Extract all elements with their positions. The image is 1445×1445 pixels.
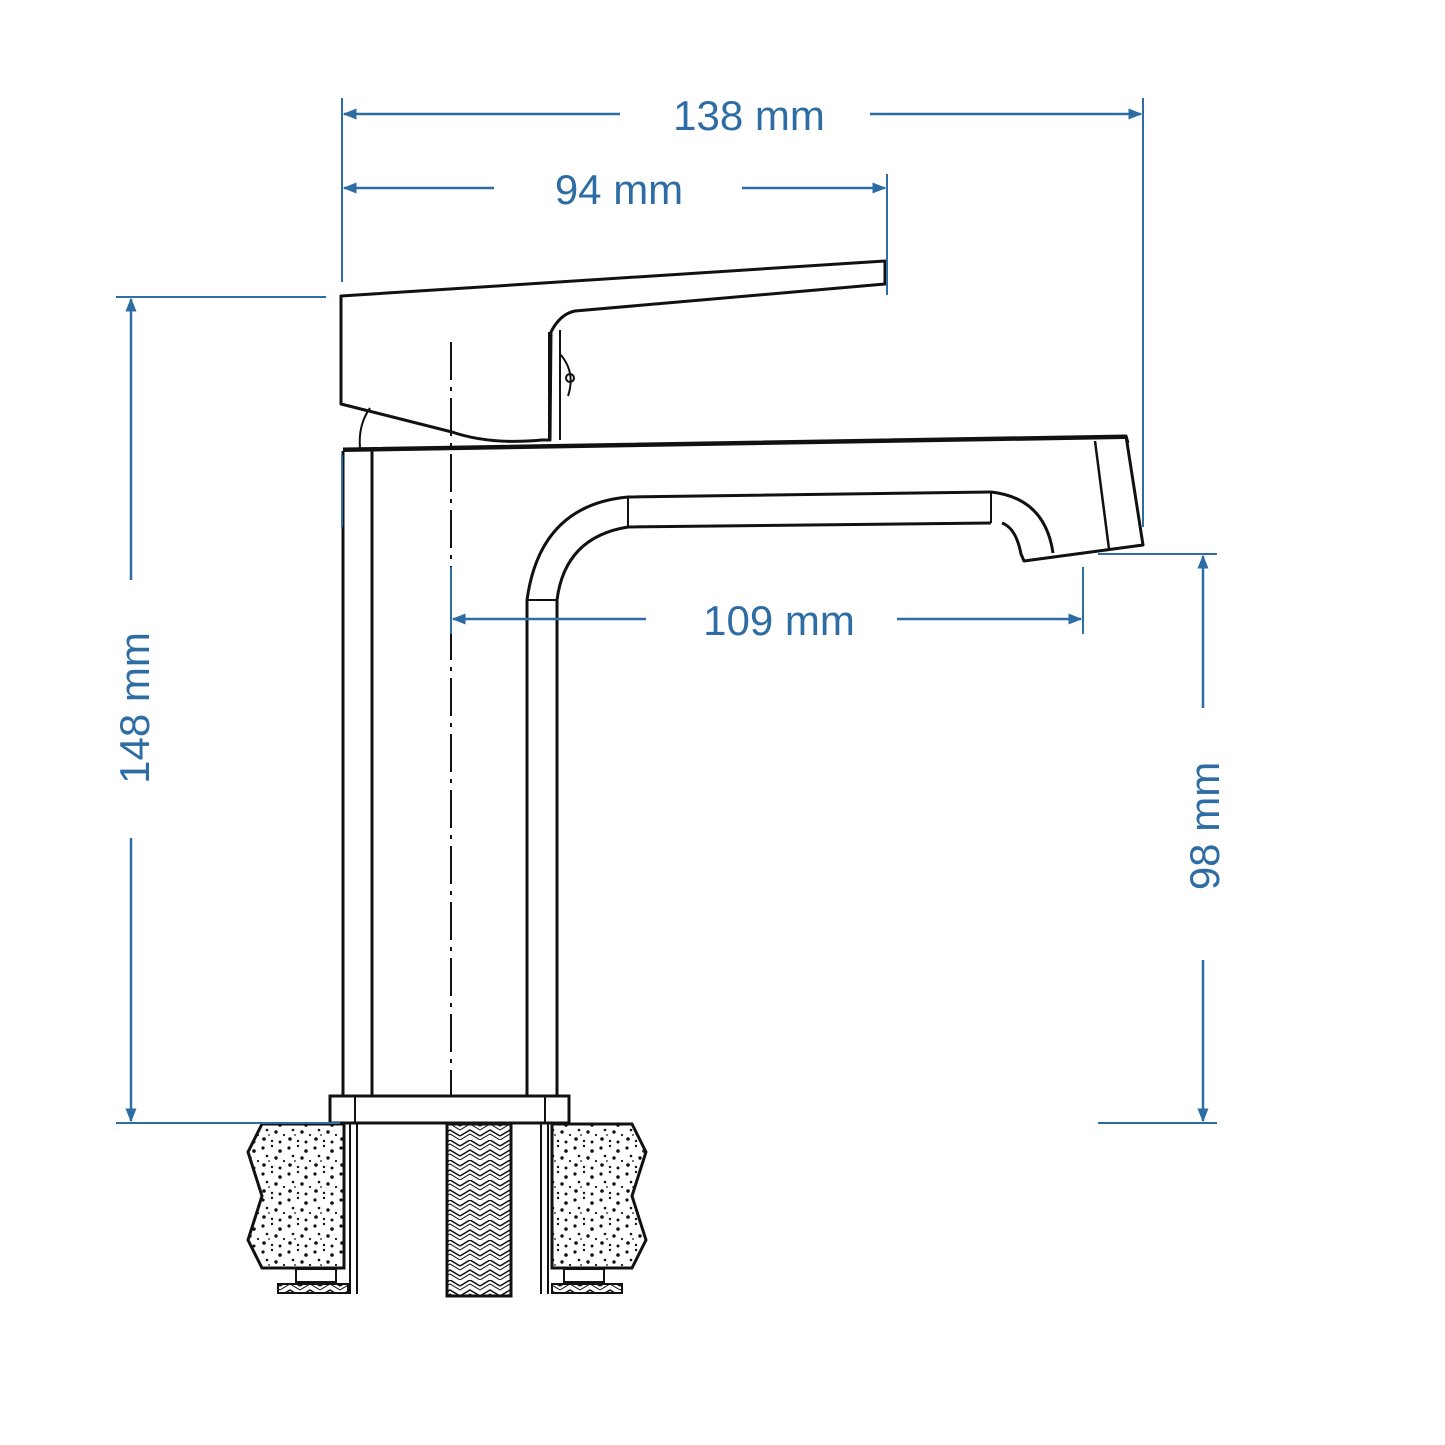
dim-spout-height: 98 mm <box>1181 762 1228 890</box>
dim-overall-width: 138 mm <box>673 92 825 139</box>
mounting-nut-right <box>563 1268 605 1283</box>
countertop-left <box>246 1122 346 1270</box>
braided-hose <box>445 1122 513 1298</box>
faucet-body <box>328 259 1145 1125</box>
mounting-nut-left <box>295 1268 337 1283</box>
dim-spout-reach: 109 mm <box>703 597 855 644</box>
countertop-right <box>550 1122 648 1270</box>
body-top-plate <box>342 434 1130 451</box>
dim-overall-height: 148 mm <box>111 632 158 784</box>
spout-head <box>1001 435 1145 563</box>
dim-handle-width: 94 mm <box>555 166 683 213</box>
base-flange <box>328 1094 571 1125</box>
handle-lever <box>339 259 887 443</box>
countertop-section <box>246 1122 648 1298</box>
dimensions: 138 mm 94 mm 109 mm 148 mm 98 mm <box>111 92 1228 1124</box>
spout-tube <box>525 490 992 1096</box>
